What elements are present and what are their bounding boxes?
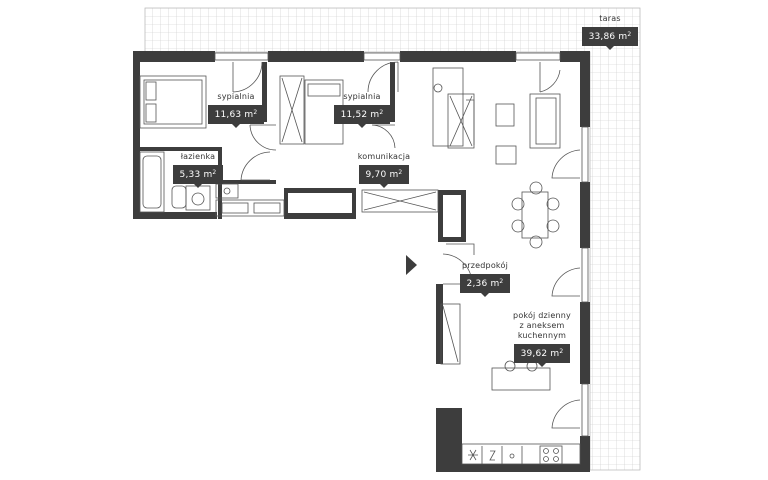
door-swing-icon [551, 149, 581, 179]
side-table [495, 145, 517, 165]
table [495, 103, 515, 127]
window-icon [515, 52, 561, 61]
bathtub [139, 151, 165, 213]
wardrobe [279, 75, 305, 145]
door-swing-icon [371, 124, 396, 149]
entrance-arrow-icon [406, 255, 417, 275]
sink [215, 183, 239, 199]
toilet [171, 185, 187, 209]
room-label-komunikacja: komunikacja 9,70 m2 [346, 152, 422, 188]
door-swing-icon [240, 151, 271, 181]
window-icon [214, 52, 269, 61]
door-swing-icon [551, 267, 581, 297]
desk [432, 67, 464, 147]
room-name: sypialnia [217, 92, 255, 101]
window-icon [363, 52, 401, 61]
door-swing-icon [367, 61, 399, 93]
sofa [529, 93, 561, 149]
kitchen-counter [461, 443, 581, 465]
kitchen-island [491, 367, 551, 391]
window-icon [581, 383, 589, 437]
dining-table [521, 191, 549, 239]
wardrobe [440, 303, 461, 365]
room-label-sypialnia-1: sypialnia 11,63 m2 [202, 92, 270, 128]
room-area-badge: 5,33 m2 [172, 165, 224, 188]
door-swing-icon [249, 124, 277, 151]
windows [214, 52, 589, 437]
window-icon [581, 126, 589, 183]
walls [133, 51, 590, 472]
furniture [139, 67, 581, 465]
room-label-taras: taras 33,86 m2 [578, 14, 642, 50]
room-area-badge: 2,36 m2 [459, 274, 511, 297]
room-name: komunikacja [357, 152, 411, 161]
room-area-badge: 9,70 m2 [358, 165, 410, 188]
window-icon [581, 247, 589, 303]
room-label-lazienka: łazienka 5,33 m2 [170, 152, 226, 188]
washbasin [185, 185, 211, 211]
room-name: łazienka [180, 152, 216, 161]
bed [139, 75, 207, 129]
room-area-badge: 39,62 m2 [513, 344, 571, 367]
room-name: sypialnia [343, 92, 381, 101]
room-label-sypialnia-2: sypialnia 11,52 m2 [328, 92, 396, 128]
room-area-badge: 33,86 m2 [581, 27, 639, 50]
room-label-przedpokoj: przedpokój 2,36 m2 [452, 261, 518, 297]
door-swing-icon [539, 62, 561, 93]
doors [232, 61, 581, 429]
room-name: taras [599, 14, 621, 23]
room-area-badge: 11,63 m2 [207, 105, 265, 128]
door-swing-icon [232, 61, 263, 93]
room-name: przedpokój [461, 261, 508, 270]
door-swing-icon [551, 399, 581, 429]
room-area-badge: 11,52 m2 [333, 105, 391, 128]
